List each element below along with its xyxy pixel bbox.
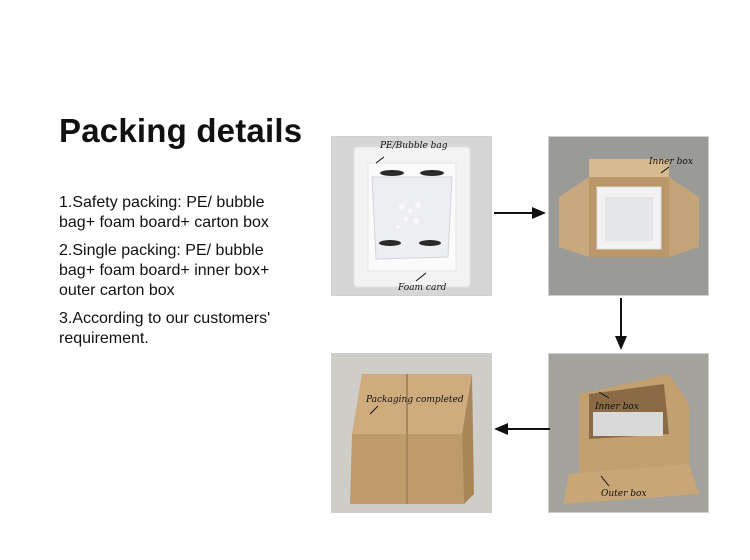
arrow-down-icon: [615, 298, 627, 350]
photo-inner-box: Inner box: [548, 136, 709, 296]
photo-foam-card: PE/Bubble bag Foam card: [331, 136, 492, 296]
photo-packaging-completed: Packaging completed: [331, 353, 492, 513]
label-inner-box-2: Inner box: [594, 402, 639, 412]
label-foam-card: Foam card: [397, 283, 447, 293]
packing-item-3: 3.According to our customers' requiremen…: [59, 310, 271, 347]
label-inner-box: Inner box: [648, 157, 693, 167]
arrow-right-icon: [494, 207, 546, 219]
packing-item-2: 2.Single packing: PE/ bubble bag+ foam b…: [59, 242, 270, 299]
label-pe-bubble-bag: PE/Bubble bag: [379, 141, 448, 151]
label-packaging-completed: Packaging completed: [365, 395, 464, 405]
page-title: Packing details: [59, 112, 303, 149]
arrow-left-icon: [494, 423, 550, 435]
packing-item-1: 1.Safety packing: PE/ bubble bag+ foam b…: [59, 194, 269, 231]
photo-outer-box: Inner box Outer box: [548, 353, 709, 513]
label-outer-box: Outer box: [601, 489, 647, 499]
